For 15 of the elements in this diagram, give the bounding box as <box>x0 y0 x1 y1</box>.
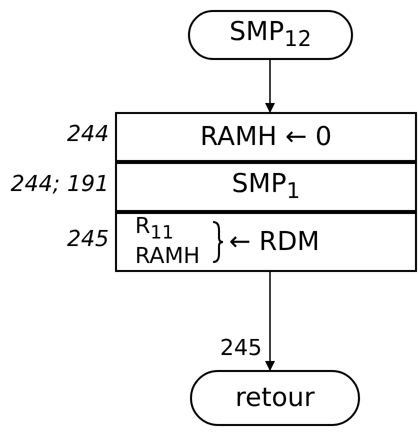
terminal-label: SMP$_{12}$ <box>229 17 312 53</box>
process-box <box>115 112 417 162</box>
register-names: R$_{11}$ RAMH <box>135 214 201 270</box>
reference-number: 245 <box>67 227 109 252</box>
reference-number: 244; 191 <box>10 172 109 197</box>
assignment-text: ← RDM <box>229 227 320 257</box>
arrow <box>265 272 275 371</box>
terminal-label: retour <box>235 383 315 413</box>
reference-number: 244 <box>67 122 109 147</box>
process-box <box>115 162 417 212</box>
arrow <box>265 60 275 113</box>
terminal-box <box>188 10 353 60</box>
step-text: SMP$_{1}$ <box>232 169 300 205</box>
process-box <box>115 212 417 272</box>
step-text: RAMH ← 0 <box>200 122 332 152</box>
